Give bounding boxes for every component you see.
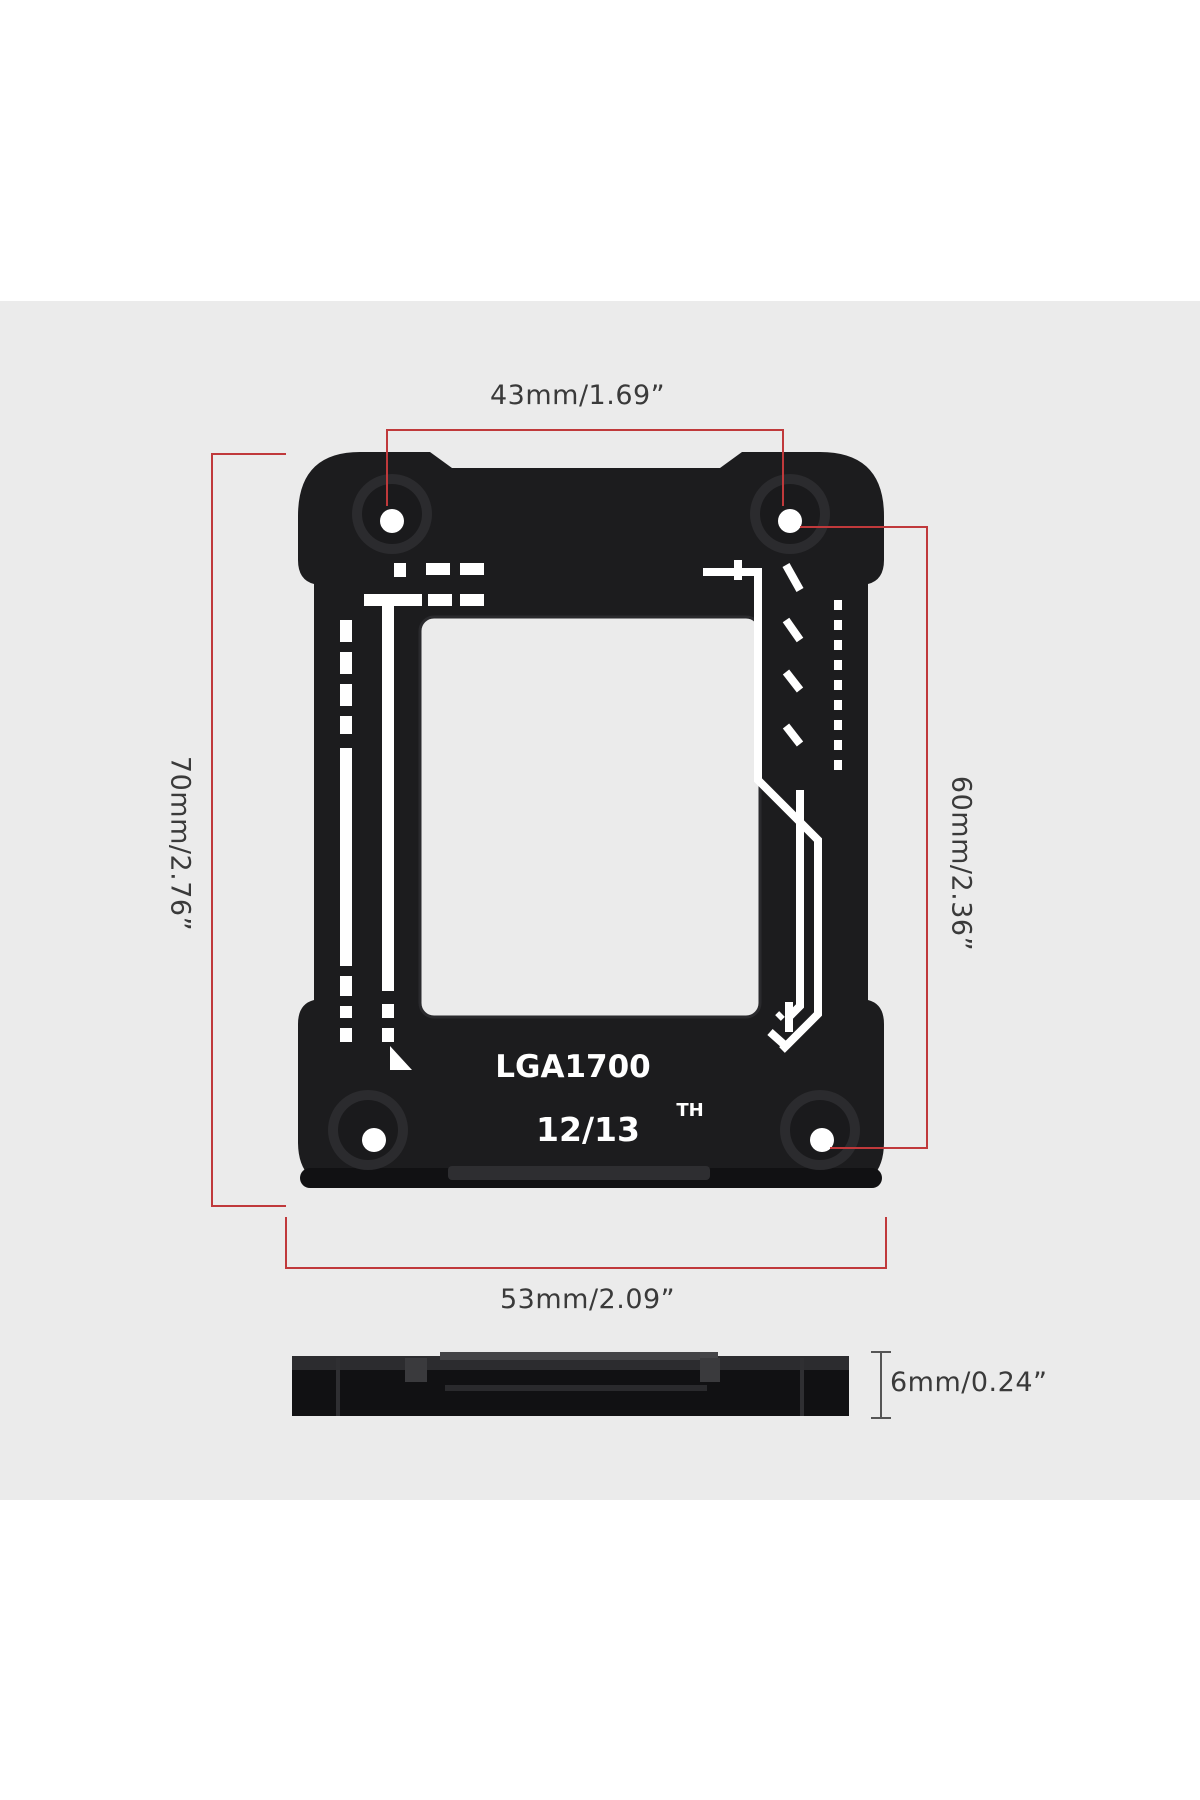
- model-label: LGA1700: [495, 1049, 650, 1085]
- dim-line-bottom: [285, 1217, 887, 1269]
- mounting-hole-bottom-left: [328, 1090, 408, 1170]
- generation-label: 12/13: [536, 1110, 640, 1149]
- dim-label-left: 70mm/2.76”: [164, 755, 196, 932]
- generation-suffix: TH: [676, 1100, 703, 1121]
- thickness-dimension-line: [871, 1351, 891, 1419]
- mounting-hole-bottom-right: [780, 1090, 860, 1170]
- left-circuit-markings: [340, 563, 484, 1070]
- dim-line-left: [211, 453, 286, 1207]
- dimension-lines: [211, 429, 928, 1269]
- right-dot-column: [834, 600, 842, 770]
- side-view: [292, 1352, 849, 1416]
- generation-main: 12/13: [536, 1110, 640, 1149]
- dim-label-thickness: 6mm/0.24”: [890, 1367, 1048, 1398]
- mounting-hole-top-right: [750, 474, 830, 554]
- dim-line-top: [386, 429, 784, 506]
- dim-label-right: 60mm/2.36”: [945, 775, 977, 952]
- dim-line-right: [800, 526, 928, 1149]
- dim-label-top: 43mm/1.69”: [490, 380, 666, 411]
- cpu-window: [418, 615, 762, 1019]
- bracket-groove: [448, 1166, 710, 1180]
- mounting-hole-top-left: [352, 474, 432, 554]
- dim-label-bottom: 53mm/2.09”: [500, 1284, 676, 1315]
- right-circuit-markings: [703, 560, 822, 1053]
